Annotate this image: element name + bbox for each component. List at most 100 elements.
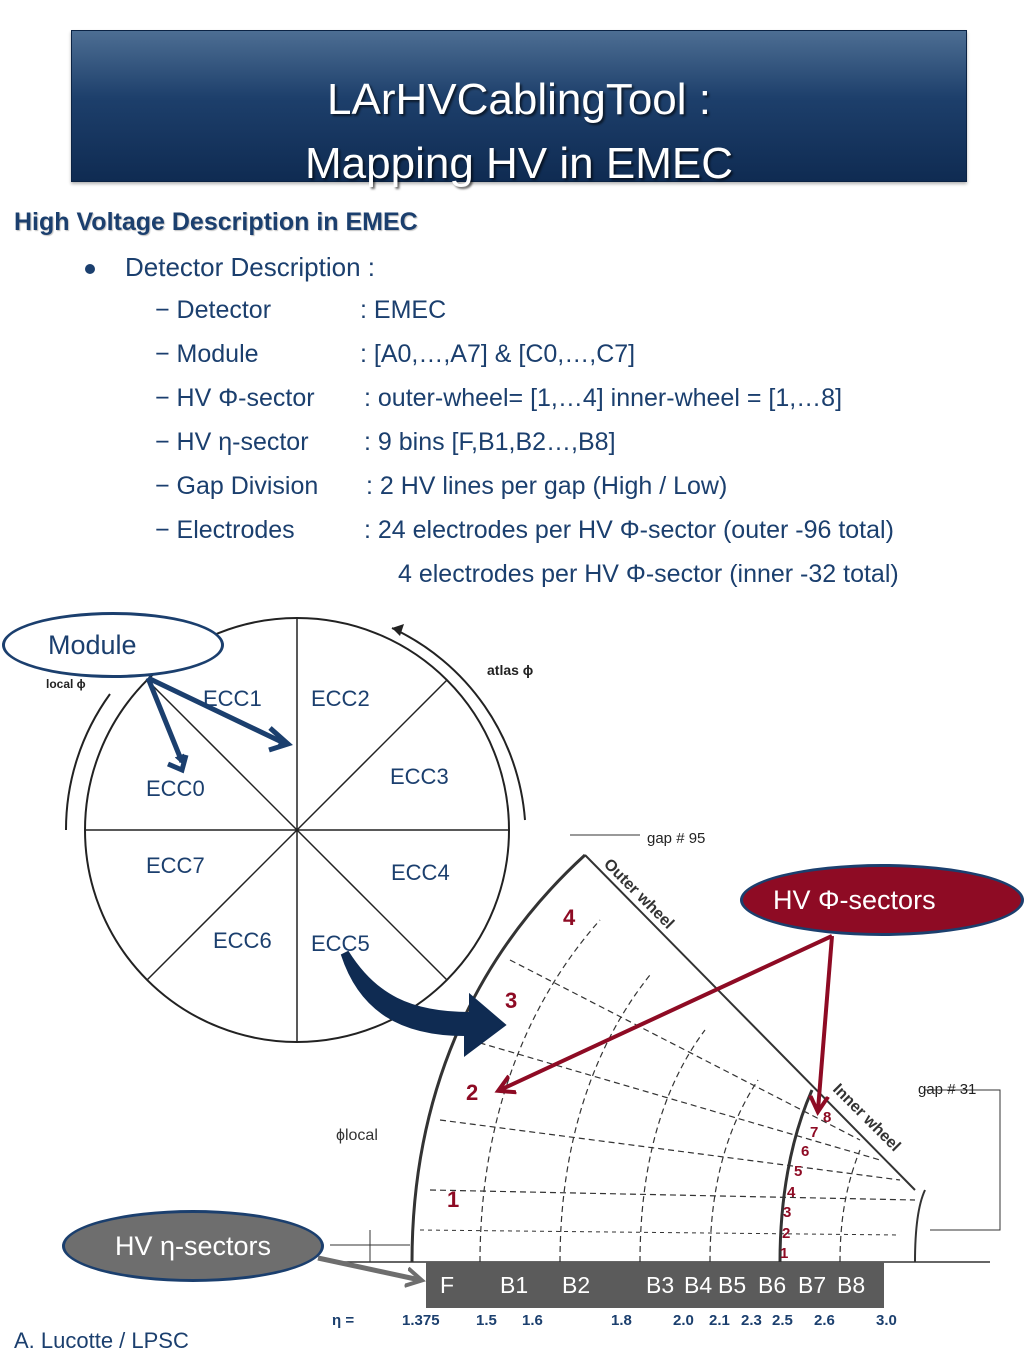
item-key: − Electrodes [155,516,295,544]
inner-sector-6: 6 [801,1143,809,1160]
fan-grid-line [419,1229,901,1236]
footer-author: A. Lucotte / LPSC [14,1328,189,1353]
outer-wheel-label: Outer wheel [600,856,677,933]
fan-grid-line [469,1039,881,1161]
eta-value: 2.3 [741,1312,762,1329]
eta-bin-b7: B7 [798,1272,827,1298]
item-value: : 24 electrodes per HV Φ-sector (outer -… [364,516,894,544]
title-bar: LArHVCablingTool : Mapping HV in EMEC [71,30,967,188]
inner-sector-1: 1 [780,1245,788,1262]
hv-eta-sectors-callout: HV η-sectors [62,1210,324,1282]
atlas-phi-arrowhead [392,624,404,636]
atlas-phi-label: atlas ϕ [487,662,533,678]
item-value: 4 electrodes per HV Φ-sector (inner -32 … [398,560,899,588]
hv-phi-arrow [500,934,833,1090]
fan-grid-line [479,919,601,1263]
module-arrowhead [167,754,189,774]
module-arrow [145,677,185,765]
bullet-text: Detector Description : [125,252,375,282]
eta-value: 2.6 [814,1312,835,1329]
fan-grid-line [839,1149,861,1263]
hv-eta-arrow [317,1255,420,1280]
bullet-dot-icon [85,264,95,274]
eta-value: 1.375 [402,1312,440,1329]
inner-sector-8: 8 [823,1109,831,1126]
eta-value: 1.5 [476,1312,497,1329]
eta-bin-b6: B6 [758,1272,787,1298]
fan-grid-line [429,1189,916,1201]
gap31-label: gap # 31 [918,1081,976,1098]
hv-mapping-diagram: ECC0 ECC1 ECC2 ECC3 ECC4 ECC5 ECC6 ECC7 … [46,617,1001,1365]
gap31-leader [925,1089,1001,1231]
hv-phi-arrow [818,935,834,1110]
item-key: − Module [155,340,259,368]
eta-value: 1.6 [522,1312,543,1329]
eta-value: 2.0 [673,1312,694,1329]
outer-sector-1: 1 [447,1187,459,1212]
eta-bin-b3: B3 [646,1272,675,1298]
ecc5-to-fan-arrow [340,950,507,1057]
sector-label-ecc2: ECC2 [311,686,370,711]
inner-sector-2: 2 [782,1225,790,1242]
inner-sector-7: 7 [810,1124,818,1141]
inner-sector-3: 3 [783,1204,791,1221]
module-arrow [146,675,289,747]
eta-bins-bar: F B1 B2 B3 B4 B5 B6 B7 B8 [426,1262,884,1308]
hv-phi-sectors-callout: HV Φ-sectors [740,864,1024,936]
outer-sector-3: 3 [505,988,517,1013]
inner-sector-4: 4 [787,1184,796,1201]
eta-value: 1.8 [611,1312,632,1329]
sector-label-ecc3: ECC3 [390,764,449,789]
fan-grid-line [509,959,861,1141]
item-key: − Detector [155,296,272,324]
wheel-divider [146,679,448,981]
sector-label-ecc5: ECC5 [311,931,370,956]
outer-sector-2: 2 [466,1080,478,1105]
gap95-label: gap # 95 [647,830,705,847]
module-arrows [145,675,293,774]
eta-bin-b1: B1 [500,1272,529,1298]
eta-label: η = [332,1312,355,1329]
fan-grid-line [439,1119,901,1181]
fan-grid-line [639,1029,706,1263]
item-value: : 2 HV lines per gap (High / Low) [366,472,728,500]
item-key: − HV η-sector [155,428,309,456]
item-value: : EMEC [360,296,447,324]
item-value: : 9 bins [F,B1,B2…,B8] [364,428,616,456]
fan-side-edge [584,854,916,1191]
sector-label-ecc4: ECC4 [391,860,450,885]
item-key: − Gap Division [155,472,319,500]
inner-wheel-edge [778,1089,814,1263]
module-callout: Module [2,612,224,678]
fan-inner-edge [914,1189,926,1263]
item-key: − HV Φ-sector [155,384,315,412]
inner-wheel-label: Inner wheel [829,1081,903,1155]
atlas-phi-arc [391,627,526,821]
eta-value: 2.1 [709,1312,730,1329]
sector-label-ecc1: ECC1 [203,686,262,711]
sector-label-ecc0: ECC0 [146,776,205,801]
local-phi-arc [64,693,111,831]
fan-grid-line [709,1079,759,1263]
eta-bin-b2: B2 [562,1272,591,1298]
item-value: : outer-wheel= [1,…4] inner-wheel = [1,…… [364,384,843,412]
module-arrowhead [268,726,293,753]
eta-bin-b8: B8 [837,1272,866,1298]
local-phi-label: local ϕ [46,677,86,691]
item-value: : [A0,…,A7] & [C0,…,C7] [360,340,636,368]
section-heading: High Voltage Description in EMEC [14,208,418,236]
emec-wheel [64,617,526,1043]
eta-value: 3.0 [876,1312,897,1329]
eta-bin-b5: B5 [718,1272,747,1298]
hv-phi-arrows [500,934,834,1110]
title-line-2: Mapping HV in EMEC [305,139,733,188]
fan-outer-edge [410,853,587,1263]
phi-local-label: ϕlocal [336,1127,378,1144]
title-line-1: LArHVCablingTool : [327,75,711,124]
eta-bin-f: F [440,1272,455,1298]
inner-sector-5: 5 [794,1163,802,1180]
sector-label-ecc7: ECC7 [146,853,205,878]
eta-bin-b4: B4 [684,1272,713,1298]
sector-label-ecc6: ECC6 [213,928,272,953]
eta-value: 2.5 [772,1312,793,1329]
